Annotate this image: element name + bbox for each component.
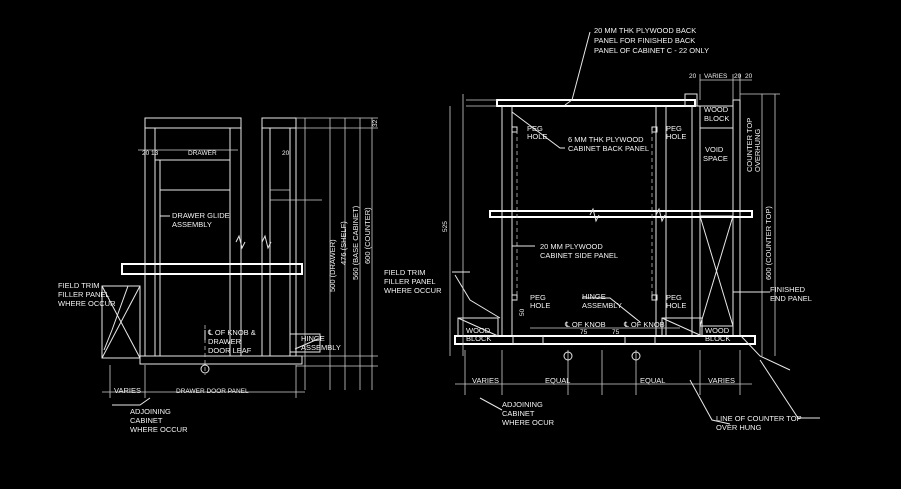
varies-right-1: VARIES (472, 376, 499, 385)
dim-525: 525 (442, 221, 449, 232)
peg-hole-1-a: PEG (527, 124, 543, 133)
hinge-right-label-1: HINGE (582, 292, 606, 301)
back-panel-note-3: PANEL OF CABINET C - 22 ONLY (594, 46, 709, 55)
dim-75-b: 75 (612, 329, 620, 336)
field-trim-left-3: WHERE OCCUR (58, 299, 116, 308)
wood-block-bottom-right-2: BLOCK (705, 334, 730, 343)
field-trim-right-2: FILLER PANEL (384, 277, 436, 286)
void-space-label-1: VOID (705, 145, 724, 154)
field-trim-right-1: FIELD TRIM (384, 268, 426, 277)
hinge-left-label-1: HINGE (301, 334, 325, 343)
void-space-label-2: SPACE (703, 154, 728, 163)
dim-20-b: 20 (734, 73, 742, 80)
dim-20-c: 20 (745, 73, 753, 80)
back-panel-note-1: 20 MM THK PLYWOOD BACK (594, 26, 696, 35)
dim-75-a: 75 (580, 329, 588, 336)
counter-overhung-label-2: OVERHUNG (753, 128, 762, 172)
side-panel-label-1: 20 MM PLYWOOD (540, 242, 603, 251)
wood-block-bottom-right-1: WOOD (705, 326, 730, 335)
wood-block-bottom-left-2: BLOCK (466, 334, 491, 343)
varies-top-label: VARIES (704, 73, 728, 80)
wood-block-top-label-1: WOOD (704, 105, 729, 114)
line-counter-top-1: LINE OF COUNTER TOP (716, 414, 802, 423)
peg-hole-2-a: PEG (666, 124, 682, 133)
counter-overhung-label-1: COUNTER TOP (745, 118, 754, 172)
varies-left: VARIES (114, 386, 141, 395)
peg-hole-3-a: PEG (530, 293, 546, 302)
adjoining-left-1: ADJOINING (130, 407, 171, 416)
cl-knob-left-3: DOOR LEAF (208, 346, 252, 355)
cl-knob-left-1: ℄ OF KNOB & (207, 328, 256, 337)
dim-32: 32 (372, 119, 379, 127)
peg-hole-4-b: HOLE (666, 301, 686, 310)
back-panel-note-2: PANEL FOR FINISHED BACK (594, 36, 695, 45)
finished-end-label-1: FINISHED (770, 285, 806, 294)
dim-500-drawer: 500 (DRAWER) (328, 239, 337, 292)
back-6mm-label-2: CABINET BACK PANEL (568, 144, 649, 153)
cl-knob-right-2: ℄ OF KNOB (623, 320, 665, 329)
field-trim-left-1: FIELD TRIM (58, 281, 100, 290)
drawer-label: DRAWER (188, 150, 217, 157)
wood-block-top-label-2: BLOCK (704, 114, 729, 123)
cl-knob-right: ℄ OF KNOB (564, 320, 606, 329)
left-elevation (101, 117, 378, 406)
equal-2: EQUAL (640, 376, 665, 385)
finished-end-label-2: END PANEL (770, 294, 812, 303)
drawer-glide-label-2: ASSEMBLY (172, 220, 212, 229)
back-6mm-label-1: 6 MM THK PLYWOOD (568, 135, 644, 144)
adjoining-right-3: WHERE OCUR (502, 418, 555, 427)
cl-knob-left-2: DRAWER (208, 337, 242, 346)
peg-hole-4-a: PEG (666, 293, 682, 302)
adjoining-right-2: CABINET (502, 409, 535, 418)
peg-hole-3-b: HOLE (530, 301, 550, 310)
drawer-door-panel: DRAWER DOOR PANEL (176, 388, 249, 395)
varies-right-2: VARIES (708, 376, 735, 385)
equal-1: EQUAL (545, 376, 570, 385)
left-elevation-labels: DRAWER 20 13 20 DRAWER GLIDE ASSEMBLY 50… (58, 119, 379, 434)
line-counter-top-2: OVER HUNG (716, 423, 762, 432)
hinge-right-label-2: ASSEMBLY (582, 301, 622, 310)
dim-20-left-2: 20 (282, 150, 290, 157)
adjoining-left-3: WHERE OCCUR (130, 425, 188, 434)
adjoining-left-2: CABINET (130, 416, 163, 425)
hinge-left-label-2: ASSEMBLY (301, 343, 341, 352)
dim-50-right: 50 (519, 308, 526, 316)
wood-block-bottom-left-1: WOOD (466, 326, 491, 335)
dim-476-shelf: 476 (SHELF) (339, 221, 348, 265)
peg-hole-1-b: HOLE (527, 132, 547, 141)
dim-560-base: 560 (BASE CABINET) (351, 205, 360, 280)
side-panel-label-2: CABINET SIDE PANEL (540, 251, 618, 260)
dim-600-counter: 600 (COUNTER) (363, 207, 372, 264)
field-trim-left-2: FILLER PANEL (58, 290, 110, 299)
dim-20-a: 20 (689, 73, 697, 80)
counter-top-vertical-dim: 600 (COUNTER TOP) (764, 206, 773, 280)
drawer-glide-label-1: DRAWER GLIDE (172, 211, 230, 220)
adjoining-right-1: ADJOINING (502, 400, 543, 409)
field-trim-right-3: WHERE OCCUR (384, 286, 442, 295)
right-section-labels: 20 MM THK PLYWOOD BACK PANEL FOR FINISHE… (384, 26, 812, 432)
right-section (449, 31, 820, 425)
dim-20-13: 20 13 (142, 150, 159, 157)
peg-hole-2-b: HOLE (666, 132, 686, 141)
